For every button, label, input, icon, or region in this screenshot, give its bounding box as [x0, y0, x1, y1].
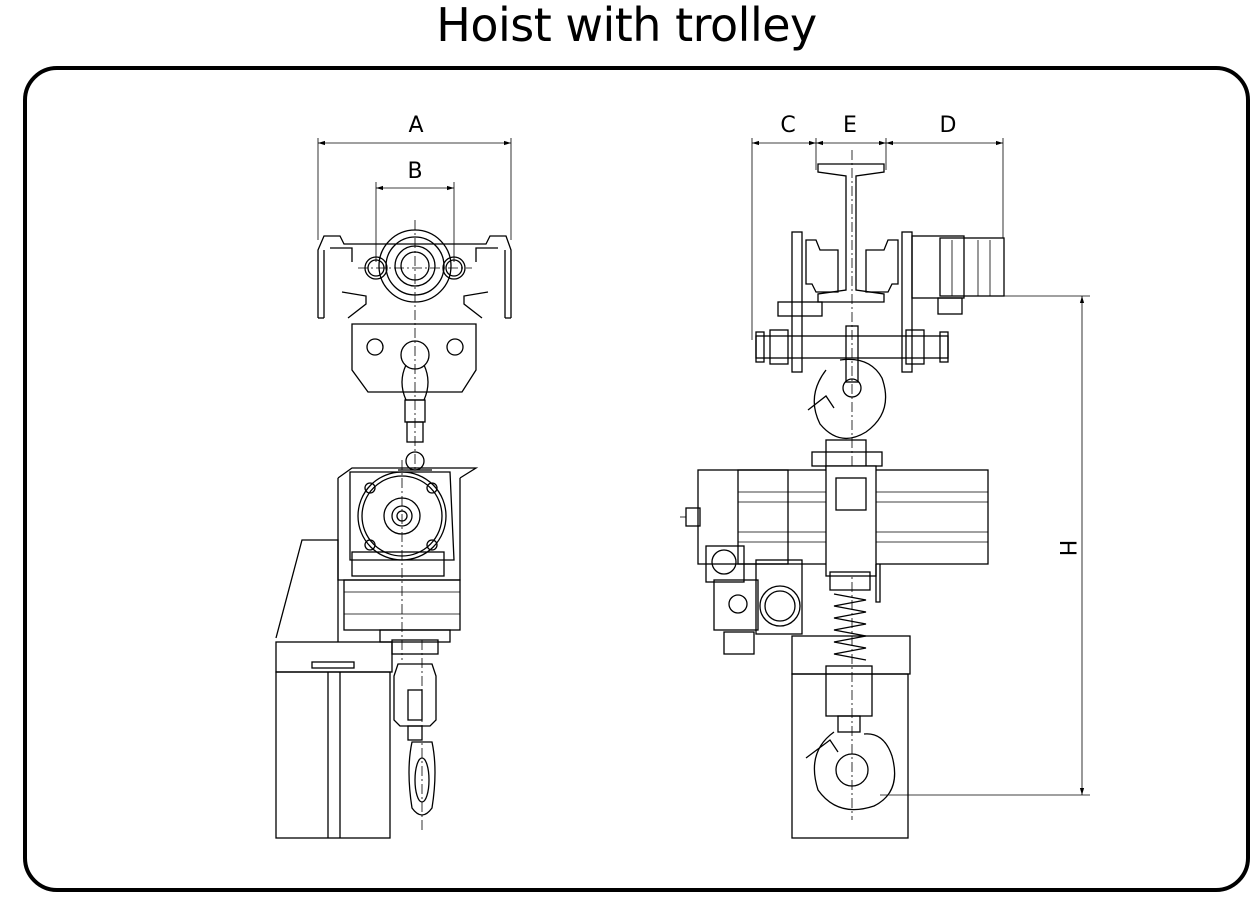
i-beam	[817, 163, 885, 303]
dimension-label-a: A	[408, 113, 423, 138]
dimension-label-b: B	[407, 159, 422, 184]
drawing-frame	[23, 66, 1250, 892]
spring-and-hook-side	[791, 564, 911, 839]
trolley-side	[755, 150, 1005, 820]
dimension-b: B	[375, 159, 455, 262]
bottom-hook-front	[391, 639, 439, 830]
hoist-body-side	[680, 439, 989, 655]
control-box-front	[275, 539, 393, 839]
dimension-a: A	[317, 113, 512, 240]
dimension-c: C	[751, 113, 816, 340]
dimension-d: D	[886, 113, 1004, 238]
side-view: C E D	[680, 113, 1090, 839]
top-hook-front	[398, 364, 432, 471]
dimension-label-h: H	[1054, 540, 1079, 557]
hoist-body-front	[337, 460, 479, 660]
dimension-label-d: D	[940, 113, 957, 138]
diagram-title: Hoist with trolley	[436, 0, 817, 52]
front-view: A B	[275, 113, 512, 839]
dimension-label-c: C	[780, 113, 795, 138]
dimension-label-e: E	[843, 113, 857, 138]
dimension-h: H	[880, 295, 1090, 796]
trolley-front	[317, 220, 512, 470]
dimension-e: E	[815, 113, 887, 170]
